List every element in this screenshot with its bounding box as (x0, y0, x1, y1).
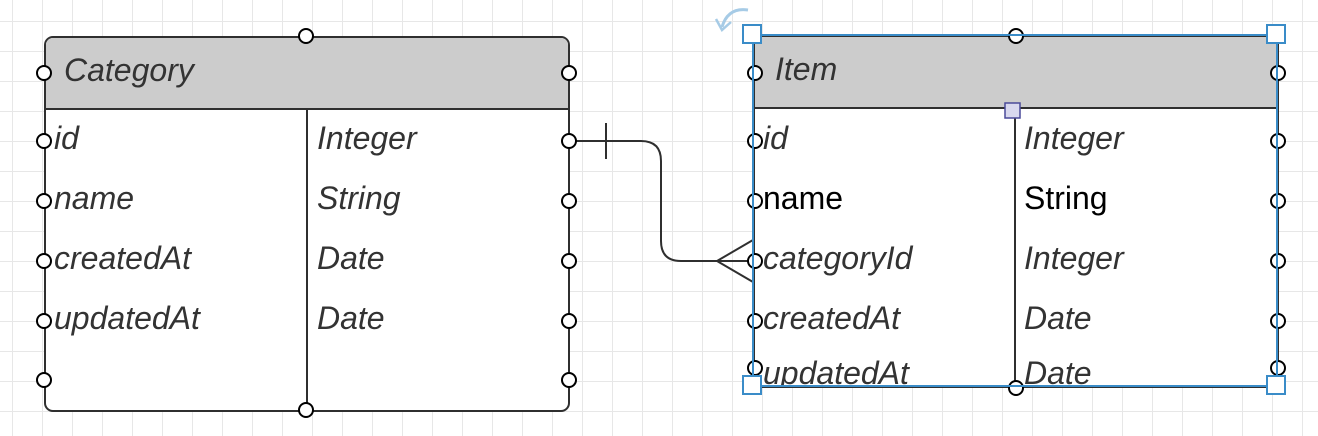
rotate-icon[interactable] (714, 8, 749, 32)
field-name[interactable]: name (763, 180, 844, 216)
category-connection-points (36, 28, 577, 418)
connection-point[interactable] (36, 193, 52, 209)
field-name[interactable]: categoryId (763, 240, 913, 276)
entity-header[interactable]: Item (755, 37, 1277, 109)
entity-item[interactable]: Item id Integer name String categoryId I… (753, 35, 1279, 388)
field-type[interactable]: Date (317, 240, 385, 276)
connection-point[interactable] (36, 372, 52, 388)
connection-point[interactable] (36, 253, 52, 269)
connection-point[interactable] (747, 193, 763, 209)
connection-point[interactable] (298, 402, 314, 418)
resize-handle[interactable] (1266, 24, 1286, 44)
connection-point[interactable] (1270, 360, 1286, 376)
connection-point[interactable] (747, 133, 763, 149)
connection-point[interactable] (747, 360, 763, 376)
connection-point[interactable] (747, 253, 763, 269)
resize-handle[interactable] (1266, 375, 1286, 395)
field-type[interactable]: Date (1024, 300, 1092, 336)
field-type[interactable]: Integer (1024, 120, 1124, 156)
relationship-edge[interactable] (570, 123, 754, 283)
entity-title[interactable]: Category (64, 52, 194, 88)
connection-point[interactable] (747, 65, 763, 81)
field-name[interactable]: updatedAt (54, 300, 200, 336)
field-name[interactable]: createdAt (54, 240, 191, 276)
connection-point[interactable] (561, 193, 577, 209)
connection-point[interactable] (561, 65, 577, 81)
connection-point[interactable] (1008, 380, 1024, 396)
connection-point[interactable] (298, 28, 314, 44)
column-resize-handle[interactable] (1004, 102, 1021, 119)
field-type[interactable]: String (317, 180, 401, 216)
entity-header[interactable]: Category (46, 38, 568, 110)
field-name[interactable]: id (763, 120, 788, 156)
connection-point[interactable] (1270, 133, 1286, 149)
connection-point[interactable] (1008, 28, 1024, 44)
field-name[interactable]: updatedAt (763, 355, 909, 388)
connection-point[interactable] (1270, 65, 1286, 81)
connection-point[interactable] (36, 65, 52, 81)
connection-point[interactable] (561, 253, 577, 269)
field-type[interactable]: Integer (1024, 240, 1124, 276)
column-divider (306, 110, 308, 410)
connection-point[interactable] (561, 313, 577, 329)
connection-point[interactable] (561, 133, 577, 149)
resize-handle[interactable] (742, 24, 762, 44)
many-cardinality-marker (715, 239, 754, 283)
connection-point[interactable] (36, 133, 52, 149)
entity-category[interactable]: Category id Integer name String createdA… (44, 36, 570, 412)
entity-title[interactable]: Item (775, 51, 838, 87)
connection-point[interactable] (1270, 193, 1286, 209)
field-type[interactable]: String (1024, 180, 1108, 216)
field-type[interactable]: Integer (317, 120, 417, 156)
field-name[interactable]: name (54, 180, 135, 216)
connection-point[interactable] (36, 313, 52, 329)
connection-point[interactable] (1270, 313, 1286, 329)
column-divider (1014, 109, 1016, 386)
resize-handle[interactable] (742, 375, 762, 395)
connection-point[interactable] (561, 372, 577, 388)
field-name[interactable]: id (54, 120, 79, 156)
field-name[interactable]: createdAt (763, 300, 900, 336)
connection-point[interactable] (1270, 253, 1286, 269)
field-type[interactable]: Date (317, 300, 385, 336)
field-type[interactable]: Date (1024, 355, 1092, 388)
connection-point[interactable] (747, 313, 763, 329)
